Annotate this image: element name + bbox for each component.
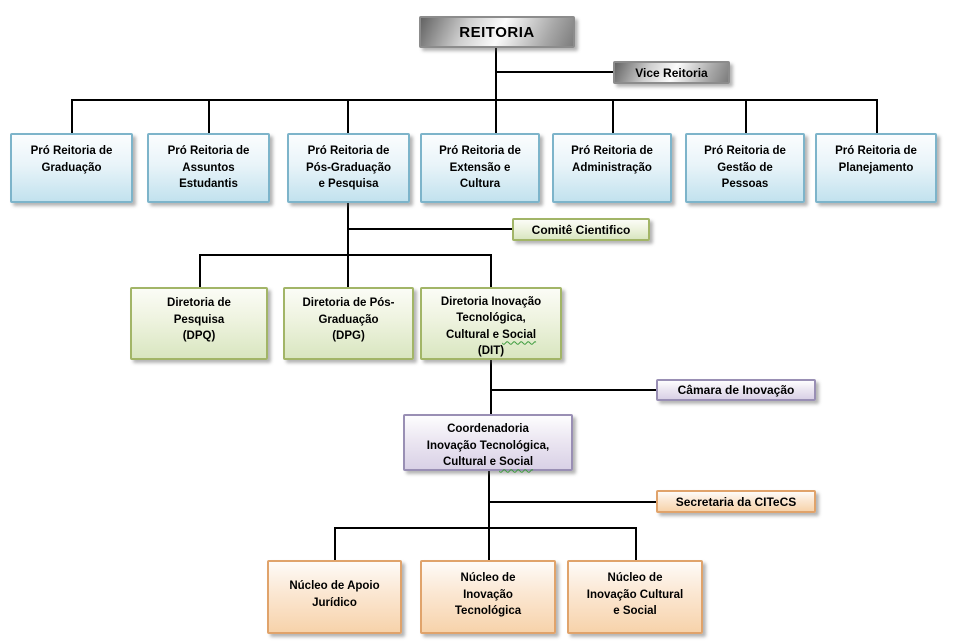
node-label: Pró Reitoria de Gestão de Pessoas (704, 145, 786, 191)
node-label: Coordenadoria Inovação Tecnológica, Cult… (426, 423, 550, 469)
connector-drop-gestao (745, 99, 747, 133)
node-label: (DIT) (477, 344, 505, 357)
node-label: Diretoria Inovação Tecnológica, Cultural… (440, 296, 542, 341)
connector-level1-bus (71, 99, 878, 101)
connector-diretorias-bus (199, 254, 491, 256)
node-label: Secretaria da CITeCS (675, 494, 797, 509)
connector-drop-dit (490, 254, 492, 287)
connector-drop-nucleo-cultural (635, 527, 637, 560)
node-reitoria: REITORIA (419, 16, 575, 48)
node-pro-reitoria-assuntos-estudantis: Pró Reitoria de Assuntos Estudantis (147, 133, 270, 203)
connector-drop-planejamento (876, 99, 878, 133)
node-label: Pró Reitoria de Planejamento (835, 145, 917, 174)
node-coordenadoria-citecs: Coordenadoria Inovação Tecnológica, Cult… (403, 414, 573, 471)
node-diretoria-pesquisa: Diretoria de Pesquisa (DPQ) (130, 287, 268, 360)
node-label: Vice Reitoria (635, 65, 708, 80)
node-label: Diretoria de Pesquisa (DPQ) (167, 297, 231, 343)
node-pro-reitoria-administracao: Pró Reitoria de Administração (552, 133, 672, 203)
connector-root-down (495, 48, 497, 133)
node-label: Núcleo de Inovação Tecnológica (454, 572, 522, 618)
node-label-spellcheck: Social (499, 456, 534, 469)
node-nucleo-apoio-juridico: Núcleo de Apoio Jurídico (267, 560, 402, 634)
connector-secretaria-branch (488, 501, 656, 503)
connector-nucleos-bus (334, 527, 636, 529)
node-pro-reitoria-extensao-cultura: Pró Reitoria de Extensão e Cultura (420, 133, 540, 203)
node-camara-inovacao: Câmara de Inovação (656, 379, 816, 401)
node-label: Pró Reitoria de Pós-Graduação e Pesquisa (306, 145, 391, 191)
connector-drop-dpq (199, 254, 201, 287)
node-label: Pró Reitoria de Graduação (30, 145, 113, 174)
connector-posgrad-down (347, 203, 349, 287)
node-pro-reitoria-gestao-pessoas: Pró Reitoria de Gestão de Pessoas (685, 133, 805, 203)
connector-vice-branch (495, 71, 613, 73)
connector-drop-nucleo-juridico (334, 527, 336, 560)
node-nucleo-inovacao-tecnologica: Núcleo de Inovação Tecnológica (420, 560, 556, 634)
node-label: Câmara de Inovação (677, 383, 795, 397)
node-label: Núcleo de Apoio Jurídico (289, 580, 380, 609)
connector-camara-branch (490, 389, 656, 391)
node-label: REITORIA (459, 23, 535, 41)
connector-dit-down (490, 359, 492, 414)
node-secretaria-citecs: Secretaria da CITeCS (656, 490, 816, 513)
node-vice-reitoria: Vice Reitoria (613, 61, 730, 84)
connector-comite-branch (347, 228, 512, 230)
connector-drop-administracao (612, 99, 614, 133)
node-label: Pró Reitoria de Extensão e Cultura (439, 145, 521, 191)
node-label: Núcleo de Inovação Cultural e Social (586, 572, 684, 618)
connector-drop-graduacao (71, 99, 73, 133)
connector-coordenadoria-down (488, 471, 490, 560)
node-pro-reitoria-pos-graduacao-pesquisa: Pró Reitoria de Pós-Graduação e Pesquisa (287, 133, 410, 203)
node-label: Diretoria de Pós- Graduação (DPG) (302, 297, 395, 343)
node-pro-reitoria-graduacao: Pró Reitoria de Graduação (10, 133, 133, 203)
node-diretoria-inovacao-dit: Diretoria Inovação Tecnológica, Cultural… (420, 287, 562, 360)
node-diretoria-pos-graduacao: Diretoria de Pós- Graduação (DPG) (283, 287, 414, 360)
node-comite-cientifico: Comitê Cientifico (512, 218, 650, 241)
node-pro-reitoria-planejamento: Pró Reitoria de Planejamento (815, 133, 937, 203)
node-label-spellcheck: Social (502, 328, 537, 341)
connector-drop-posgrad (347, 99, 349, 133)
node-label: Pró Reitoria de Administração (571, 145, 653, 174)
node-nucleo-inovacao-cultural-social: Núcleo de Inovação Cultural e Social (567, 560, 703, 634)
node-label: Pró Reitoria de Assuntos Estudantis (167, 145, 250, 191)
connector-drop-assuntos (208, 99, 210, 133)
node-label: Comitê Cientifico (531, 222, 631, 237)
